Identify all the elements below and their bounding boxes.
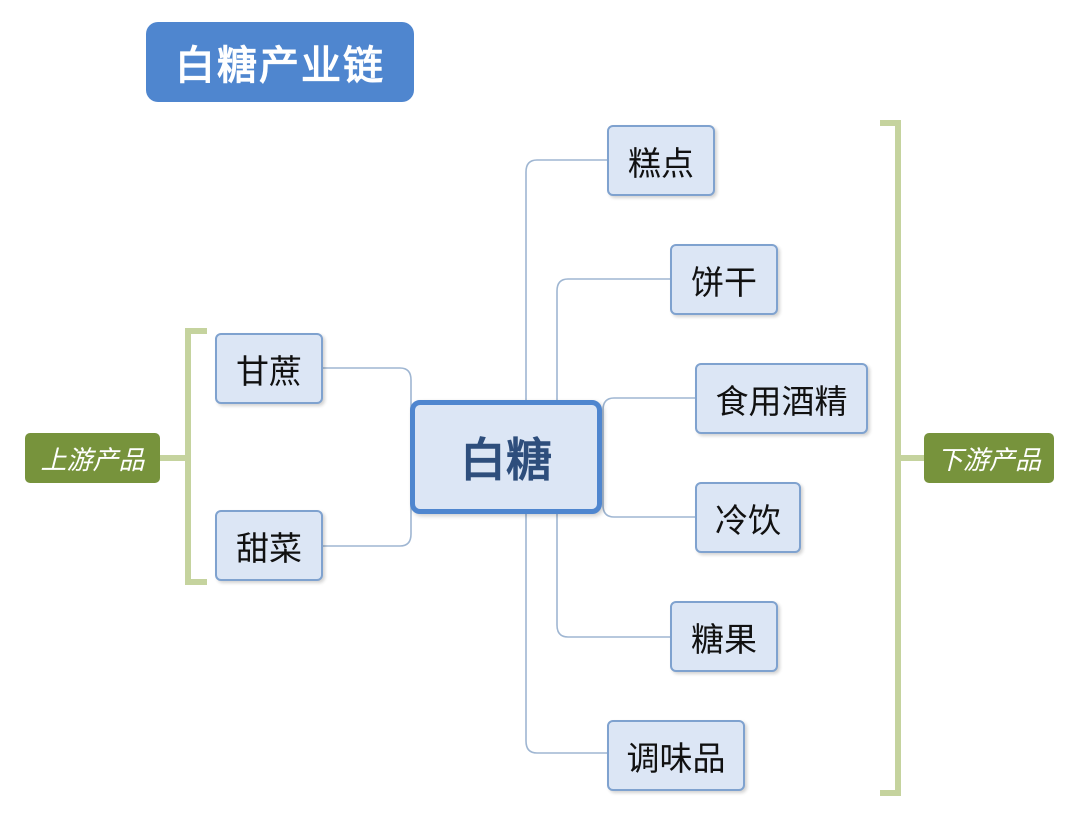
upstream-tag: 上游产品 — [25, 433, 160, 483]
downstream-node-edible-alcohol: 食用酒精 — [695, 363, 868, 434]
downstream-connector-inner — [602, 397, 695, 518]
downstream-node-cold-drinks: 冷饮 — [695, 482, 801, 553]
downstream-node-candy: 糖果 — [670, 601, 778, 672]
downstream-bracket — [880, 120, 901, 796]
upstream-bracket — [185, 328, 207, 585]
downstream-tag: 下游产品 — [924, 433, 1054, 483]
center-node: 白糖 — [410, 400, 602, 514]
diagram-title: 白糖产业链 — [146, 22, 414, 102]
upstream-node-sugar-beet: 甜菜 — [215, 510, 323, 581]
upstream-connector — [323, 367, 412, 547]
upstream-node-sugarcane: 甘蔗 — [215, 333, 323, 404]
downstream-node-condiment: 调味品 — [607, 720, 745, 791]
downstream-node-biscuit: 饼干 — [670, 244, 778, 315]
downstream-node-pastry: 糕点 — [607, 125, 715, 196]
